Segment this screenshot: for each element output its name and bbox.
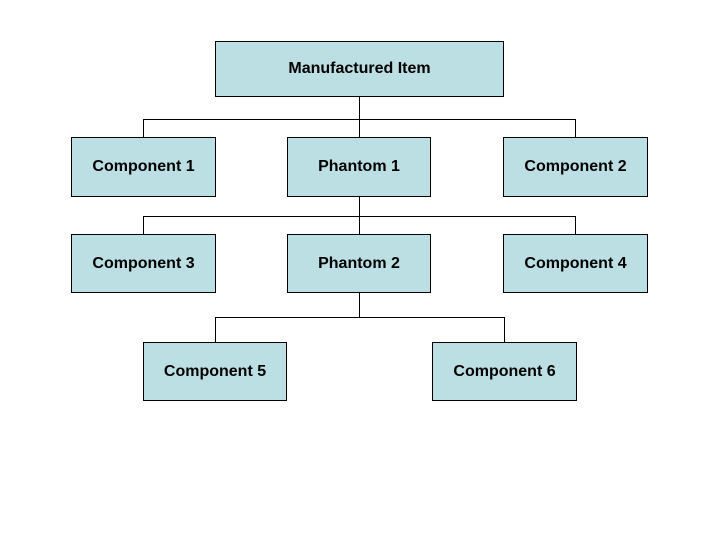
- connector-root-drop: [359, 97, 360, 119]
- node-label: Phantom 1: [318, 158, 400, 176]
- node-component-6: Component 6: [432, 342, 577, 401]
- connector-drop-phantom-1: [359, 119, 360, 137]
- connector-phantom-2-drop: [359, 293, 360, 317]
- node-phantom-1: Phantom 1: [287, 137, 431, 197]
- node-label: Component 3: [92, 254, 195, 272]
- connector-phantom-1-drop: [359, 197, 360, 216]
- connector-drop-component-3: [143, 216, 144, 234]
- node-label: Component 5: [163, 362, 267, 380]
- node-label: Phantom 2: [318, 254, 400, 272]
- connector-drop-component-1: [143, 119, 144, 137]
- node-manufactured-item: Manufactured Item: [215, 41, 504, 97]
- connector-drop-component-2: [575, 119, 576, 137]
- node-label: Component 2: [524, 158, 627, 176]
- node-label: Component 6: [453, 362, 556, 380]
- connector-drop-component-4: [575, 216, 576, 234]
- node-phantom-2: Phantom 2: [287, 234, 431, 293]
- node-component-3: Component 3: [71, 234, 216, 293]
- node-component-2: Component 2: [503, 137, 648, 197]
- connector-drop-component-6: [504, 317, 505, 342]
- connector-drop-phantom-2: [359, 216, 360, 234]
- node-component-4: Component 4: [503, 234, 648, 293]
- node-label: Manufactured Item: [288, 60, 431, 78]
- node-label: Component 4: [524, 254, 627, 272]
- node-label: Component 1: [92, 158, 195, 176]
- connector-bus-level3: [215, 317, 505, 318]
- node-component-1: Component 1: [71, 137, 216, 197]
- node-component-5: Component 5: [143, 342, 287, 401]
- connector-drop-component-5: [215, 317, 216, 342]
